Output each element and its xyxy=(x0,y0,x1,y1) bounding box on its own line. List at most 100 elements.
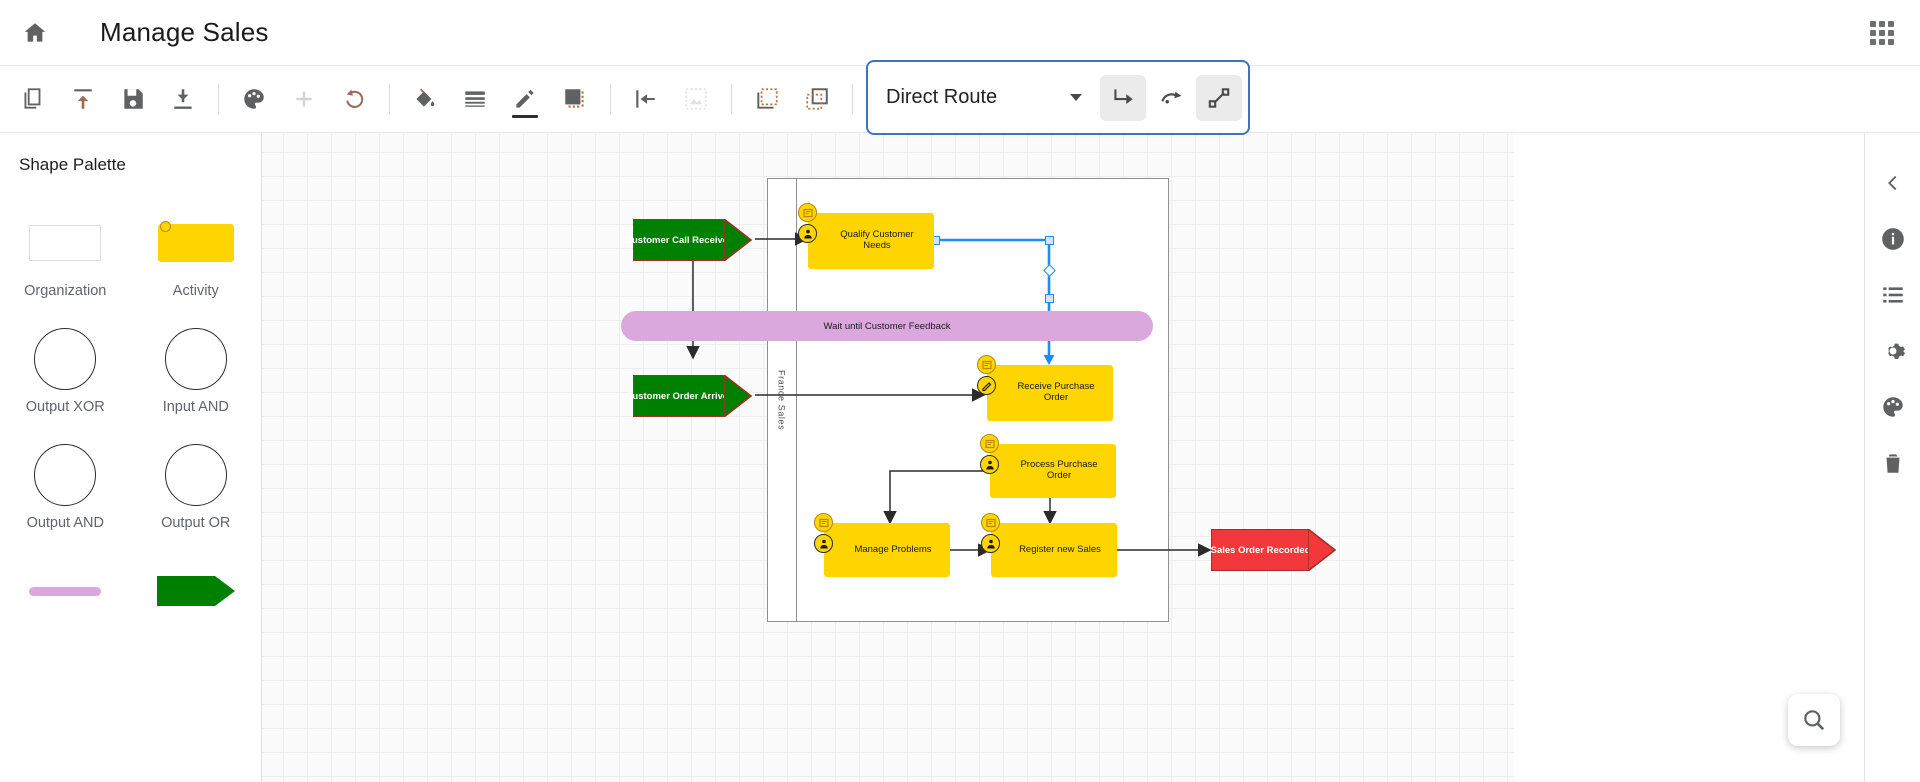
event-arrow-tip xyxy=(1308,529,1336,571)
copy-icon[interactable] xyxy=(8,74,58,124)
node-label: Customer Order Arrives xyxy=(625,390,734,402)
connector-handle-segment[interactable] xyxy=(1045,294,1054,303)
route-type-select[interactable]: Direct Route xyxy=(886,62,1098,133)
palette-item-event[interactable] xyxy=(131,545,262,641)
event-customer-order-arrives[interactable]: Customer Order Arrives xyxy=(626,375,752,417)
document-badge-icon xyxy=(981,513,1000,532)
event-customer-call-received[interactable]: Customer Call Received xyxy=(625,219,752,261)
palette-item-output-or[interactable]: Output OR xyxy=(131,429,262,545)
toolbar-divider xyxy=(731,84,732,114)
add-icon[interactable] xyxy=(279,74,329,124)
palette-grid: Organization Activity Output XOR Input A… xyxy=(0,197,261,641)
node-label: Customer Call Received xyxy=(625,234,734,246)
palette-item-output-xor[interactable]: Output XOR xyxy=(0,313,131,429)
trash-icon[interactable] xyxy=(1872,435,1914,491)
node-label: Register new Sales xyxy=(1019,543,1101,555)
palette-title: Shape Palette xyxy=(19,155,126,174)
shape-palette-panel: Shape Palette Organization Activity Outp… xyxy=(0,133,262,782)
collapse-chevron-icon[interactable] xyxy=(1872,155,1914,211)
align-left-icon[interactable] xyxy=(621,74,671,124)
diagram-content: France Sales xyxy=(262,133,1514,782)
list-icon[interactable] xyxy=(1872,267,1914,323)
route-type-value: Direct Route xyxy=(886,86,998,108)
ungroup-icon[interactable] xyxy=(792,74,842,124)
palette-item-wait-bar[interactable] xyxy=(0,545,131,641)
event-shape-icon xyxy=(156,555,235,627)
pencil-icon[interactable] xyxy=(500,74,550,124)
circle-shape-icon xyxy=(34,323,97,395)
palette-item-label: Output OR xyxy=(161,515,231,531)
orthogonal-route-icon[interactable] xyxy=(1100,74,1146,121)
save-icon[interactable] xyxy=(108,74,158,124)
palette-icon[interactable] xyxy=(229,74,279,124)
event-arrow-tip xyxy=(724,375,752,417)
activity-shape-icon xyxy=(157,207,234,279)
person-badge-icon xyxy=(980,455,999,474)
palette-item-label: Output XOR xyxy=(25,399,105,415)
palette-item-input-and[interactable]: Input AND xyxy=(131,313,262,429)
node-label: Wait until Customer Feedback xyxy=(823,320,951,332)
straight-route-icon[interactable] xyxy=(1196,74,1242,121)
pen-badge-icon xyxy=(977,376,996,395)
circle-shape-icon xyxy=(164,323,227,395)
person-badge-icon xyxy=(981,534,1000,553)
circle-shape-icon xyxy=(34,439,97,511)
node-label: Manage Problems xyxy=(854,543,932,555)
document-badge-icon xyxy=(977,355,996,374)
activity-qualify-customer-needs[interactable]: Qualify Customer Needs xyxy=(798,203,934,269)
node-label: Sales Order Recorded xyxy=(1210,544,1311,556)
document-badge-icon xyxy=(980,434,999,453)
activity-register-new-sales[interactable]: Register new Sales xyxy=(981,513,1117,577)
organization-shape-icon xyxy=(29,207,102,279)
app-header: Manage Sales xyxy=(0,0,1920,66)
palette-item-label: Activity xyxy=(172,283,219,299)
node-label: Process Purchase Order xyxy=(1020,459,1098,481)
wait-bar-shape-icon xyxy=(29,555,102,627)
line-weight-icon[interactable] xyxy=(450,74,500,124)
activity-process-purchase-order[interactable]: Process Purchase Order xyxy=(980,434,1116,498)
palette-item-output-and[interactable]: Output AND xyxy=(0,429,131,545)
apps-grid-icon[interactable] xyxy=(1866,17,1898,49)
person-badge-icon xyxy=(814,534,833,553)
palette-item-activity[interactable]: Activity xyxy=(131,197,262,313)
upload-icon[interactable] xyxy=(58,74,108,124)
connector-handle-corner[interactable] xyxy=(1045,236,1054,245)
palette-item-organization[interactable]: Organization xyxy=(0,197,131,313)
gear-icon[interactable] xyxy=(1872,323,1914,379)
palette-item-label: Output AND xyxy=(26,515,104,531)
node-label: Receive Purchase Order xyxy=(1017,381,1095,403)
person-badge-icon xyxy=(798,224,817,243)
undo-icon[interactable] xyxy=(329,74,379,124)
curved-route-icon[interactable] xyxy=(1148,75,1194,121)
lane-label: France Sales xyxy=(776,369,787,431)
node-label: Qualify Customer Needs xyxy=(840,229,914,251)
event-sales-order-recorded[interactable]: Sales Order Recorded xyxy=(1211,529,1336,571)
activity-receive-purchase-order[interactable]: Receive Purchase Order xyxy=(977,355,1113,421)
toolbar-divider xyxy=(610,84,611,114)
toolbar-divider xyxy=(389,84,390,114)
info-icon[interactable] xyxy=(1872,211,1914,267)
palette-icon[interactable] xyxy=(1872,379,1914,435)
page-title: Manage Sales xyxy=(100,17,269,47)
fill-color-icon[interactable] xyxy=(400,74,450,124)
palette-item-label: Organization xyxy=(24,283,107,299)
group-icon[interactable] xyxy=(742,74,792,124)
home-icon[interactable] xyxy=(18,16,52,50)
toolbar-divider xyxy=(218,84,219,114)
wait-until-customer-feedback[interactable]: Wait until Customer Feedback xyxy=(621,311,1153,341)
search-zoom-icon[interactable] xyxy=(1788,694,1840,746)
document-badge-icon xyxy=(814,513,833,532)
event-arrow-tip xyxy=(724,219,752,261)
shadow-icon[interactable] xyxy=(550,74,600,124)
document-badge-icon xyxy=(798,203,817,222)
route-options-panel: Direct Route xyxy=(866,60,1250,135)
image-icon[interactable] xyxy=(671,74,721,124)
activity-manage-problems[interactable]: Manage Problems xyxy=(814,513,950,577)
lane-header[interactable]: France Sales xyxy=(767,178,797,622)
download-icon[interactable] xyxy=(158,74,208,124)
toolbar-divider xyxy=(852,84,853,114)
right-rail xyxy=(1864,133,1920,782)
circle-shape-icon xyxy=(164,439,227,511)
diagram-canvas[interactable]: France Sales xyxy=(262,133,1514,782)
